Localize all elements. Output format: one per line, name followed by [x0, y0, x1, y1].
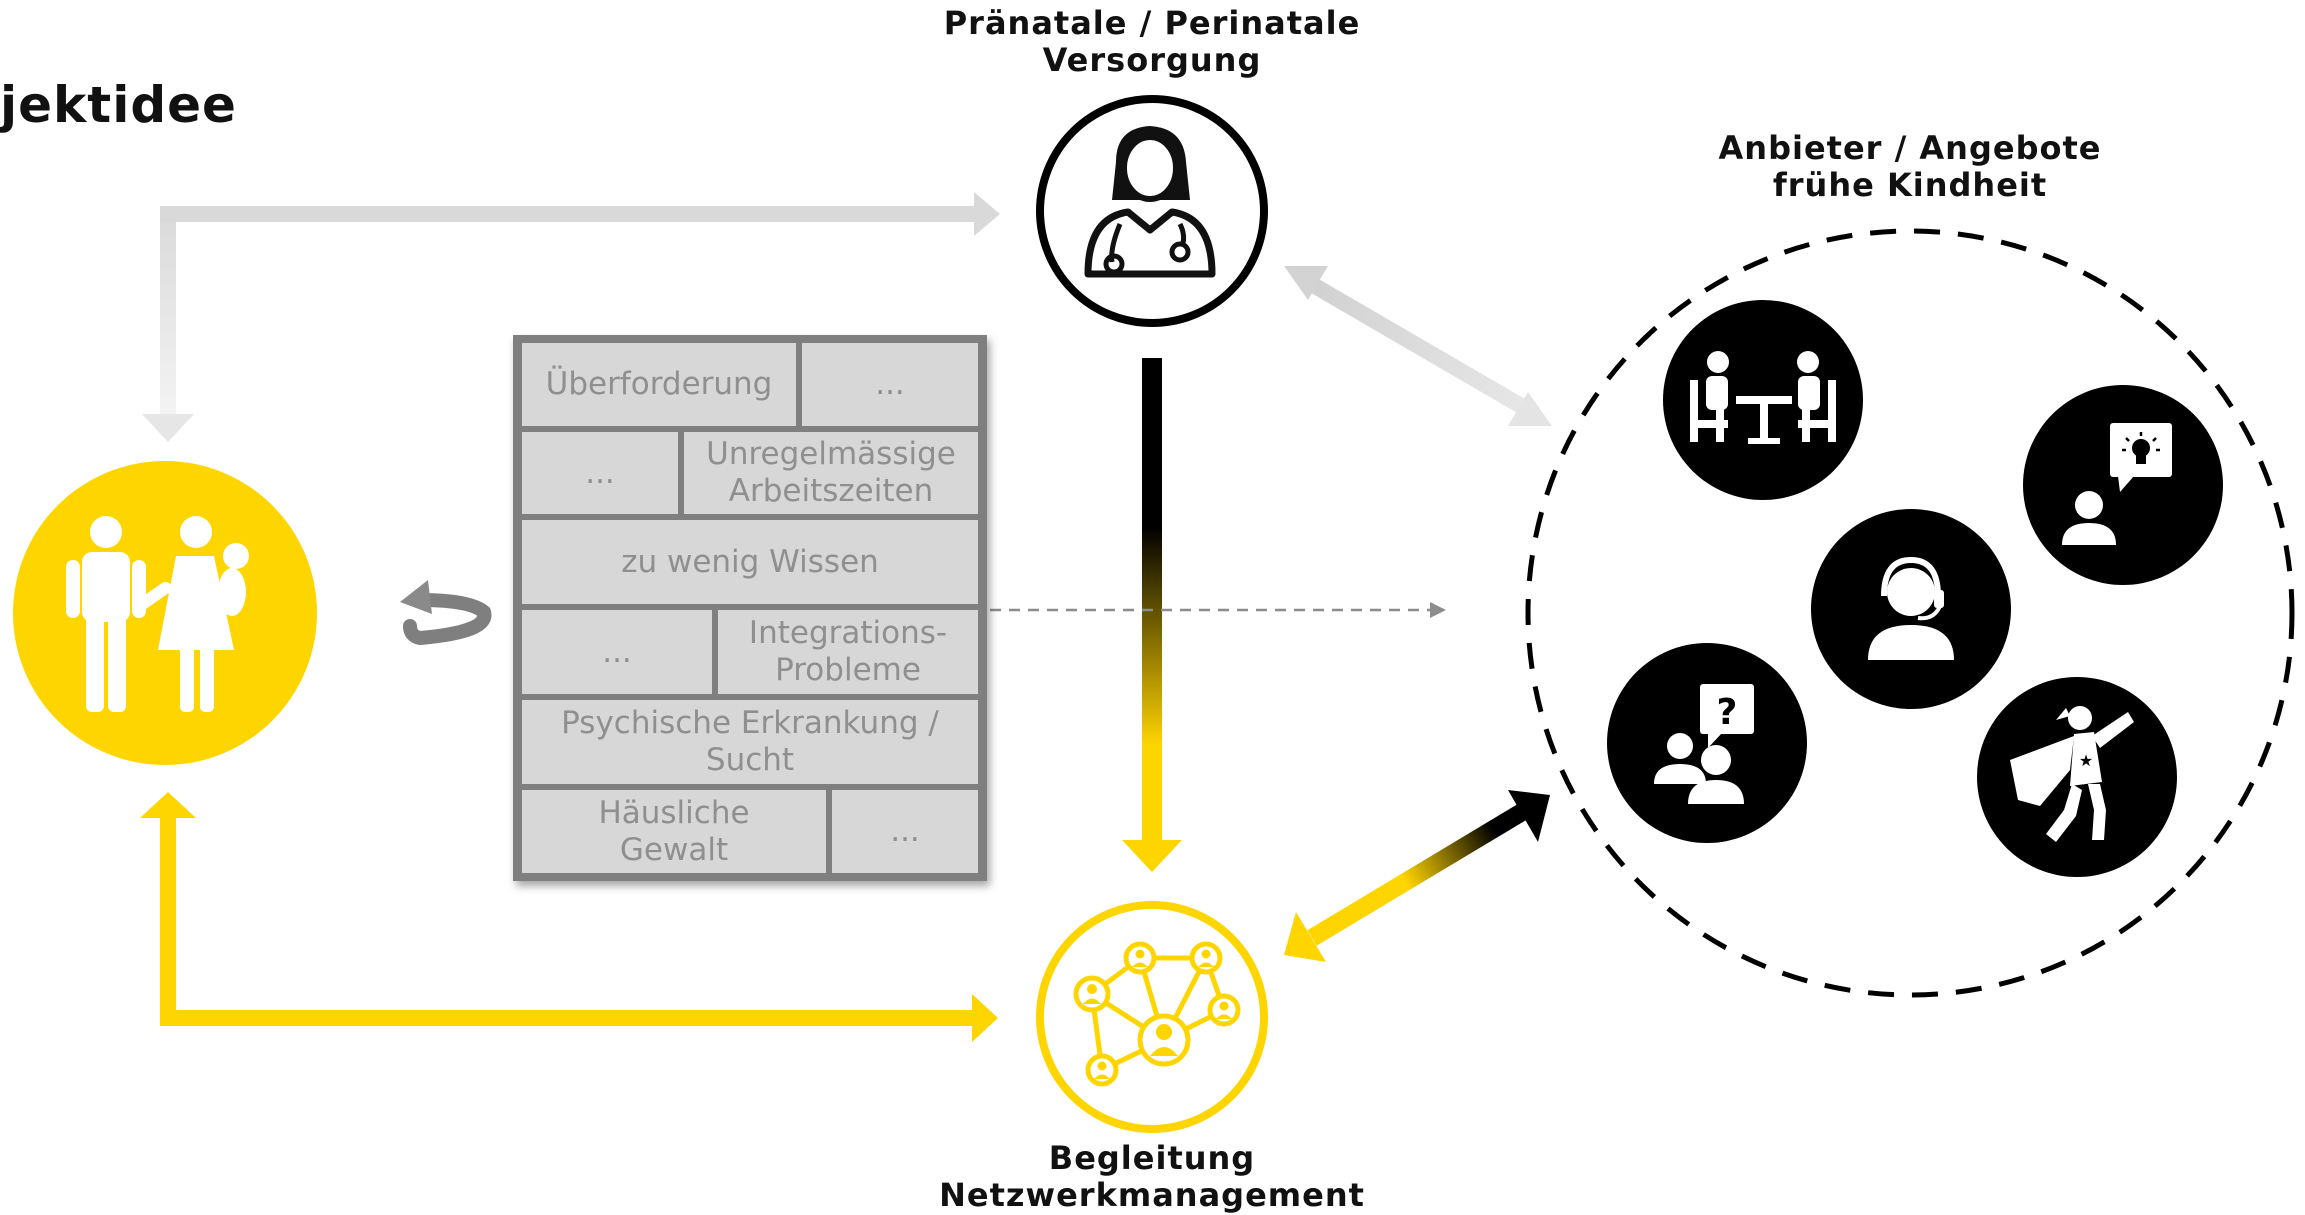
- prenatal-providers-double-arrow: [1284, 266, 1552, 426]
- prenatal-node: [1036, 95, 1268, 327]
- family-node: [13, 461, 317, 765]
- providers-label: Anbieter / Angebote frühe Kindheit: [1660, 130, 2160, 204]
- burden-cell: Integrations- Probleme: [718, 610, 978, 694]
- panel-to-providers-dashed-arrow: [990, 602, 1446, 618]
- burden-cell: Psychische Erkrankung / Sucht: [522, 700, 978, 784]
- burden-cell: ...: [832, 790, 978, 873]
- burden-cell: ...: [522, 610, 712, 694]
- burden-cell: ...: [522, 432, 678, 514]
- family-to-prenatal-arrow: [142, 192, 1000, 442]
- burden-cell: Überforderung: [522, 343, 796, 426]
- meeting-icon: [1663, 300, 1863, 500]
- svg-text:?: ?: [1717, 692, 1738, 733]
- prenatal-label-line-1: Pränatale / Perinatale: [943, 4, 1361, 42]
- svg-text:★: ★: [2079, 751, 2093, 770]
- family-icon: [66, 516, 249, 712]
- providers-label-line-2: frühe Kindheit: [1772, 166, 2048, 204]
- burden-cell: ...: [802, 343, 978, 426]
- doctor-icon: [1084, 126, 1216, 278]
- burden-panel: Überforderung ... ... Unregelmässige Arb…: [513, 335, 987, 881]
- prenatal-label-line-2: Versorgung: [1042, 41, 1262, 79]
- providers-node: ? ★: [1525, 228, 2295, 998]
- burden-cell: Häusliche Gewalt: [522, 790, 826, 873]
- support-to-family-arrow: [140, 792, 998, 1042]
- idea-speaker-icon: [2023, 385, 2223, 585]
- prenatal-label: Pränatale / Perinatale Versorgung: [902, 5, 1402, 79]
- support-providers-double-arrow: [1284, 790, 1550, 962]
- burden-cell: zu wenig Wissen: [522, 520, 978, 604]
- support-label-line-1: Begleitung: [1048, 1139, 1256, 1177]
- question-group-icon: ?: [1607, 643, 1807, 843]
- burden-cell: Unregelmässige Arbeitszeiten: [684, 432, 978, 514]
- prenatal-to-support-arrow: [1122, 358, 1182, 872]
- providers-label-line-1: Anbieter / Angebote: [1718, 129, 2102, 167]
- headset-consultant-icon: [1811, 509, 2011, 709]
- superhero-icon: ★: [1977, 677, 2177, 877]
- support-label: Begleitung Netzwerkmanagement: [902, 1140, 1402, 1214]
- page-title: jektidee: [0, 76, 237, 134]
- rotate-arrow-icon: [400, 580, 492, 646]
- support-node: [1036, 901, 1268, 1133]
- support-label-line-2: Netzwerkmanagement: [939, 1176, 1365, 1214]
